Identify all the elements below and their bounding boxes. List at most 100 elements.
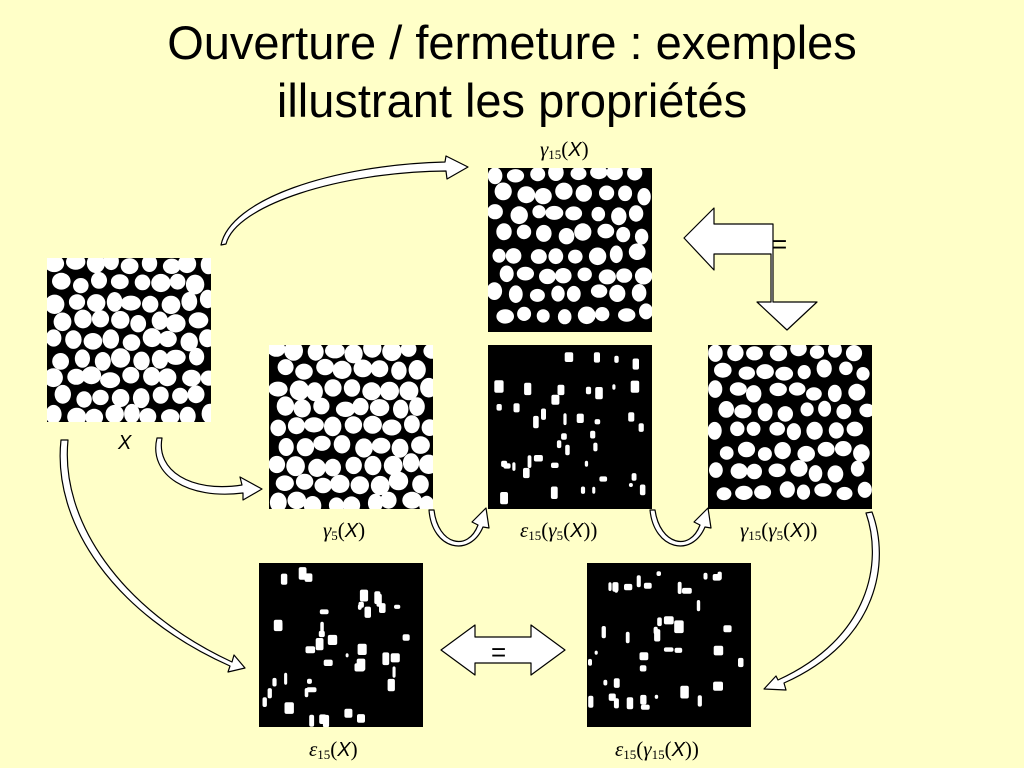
blob	[201, 403, 211, 422]
blob	[809, 345, 825, 359]
blob	[162, 258, 181, 274]
blob	[517, 186, 536, 204]
blob	[580, 486, 586, 494]
blob	[151, 273, 171, 293]
blob	[608, 582, 612, 591]
blob	[779, 481, 795, 498]
blob	[746, 385, 762, 403]
blob	[394, 604, 401, 609]
blob	[499, 265, 514, 283]
blob	[343, 379, 361, 397]
blob	[806, 421, 823, 440]
blob	[400, 345, 417, 357]
blob	[357, 714, 365, 723]
blob	[512, 462, 516, 471]
blob	[111, 311, 130, 329]
blob	[142, 328, 162, 348]
blob	[709, 462, 723, 478]
blob	[574, 223, 592, 241]
blob	[614, 355, 619, 363]
blob	[298, 567, 307, 580]
blob	[277, 359, 294, 376]
blob	[703, 572, 708, 580]
blob	[510, 206, 528, 225]
blob	[494, 380, 504, 393]
curved-arrow-x-to-gamma5	[155, 437, 263, 501]
blob	[603, 679, 608, 686]
blob	[564, 352, 574, 362]
blob	[187, 385, 205, 404]
blob	[848, 383, 866, 401]
blob	[199, 289, 211, 309]
blob	[663, 647, 674, 652]
blob	[517, 306, 532, 321]
blob	[628, 205, 644, 222]
blob	[737, 441, 756, 458]
blob	[545, 205, 564, 220]
curved-arrow-x-to-gamma15	[220, 155, 469, 246]
blob	[746, 463, 762, 480]
blob	[853, 444, 870, 462]
blob	[616, 226, 631, 243]
blob	[551, 285, 565, 302]
blob	[362, 382, 381, 401]
title-line-1: Ouverture / fermeture : exemples	[167, 16, 857, 69]
blob	[640, 704, 650, 710]
blob	[730, 421, 745, 437]
blob	[714, 362, 732, 378]
blob	[516, 224, 532, 240]
blob	[717, 571, 722, 580]
blob	[65, 330, 82, 349]
blob	[120, 258, 139, 275]
blob	[52, 353, 69, 370]
blob	[322, 714, 330, 727]
blob	[836, 486, 853, 501]
blob	[594, 419, 601, 425]
blob	[284, 672, 288, 685]
blob	[634, 267, 652, 285]
blob	[530, 249, 547, 264]
blob	[353, 359, 373, 378]
blob	[391, 361, 407, 380]
blob	[335, 401, 356, 417]
blob	[639, 303, 652, 320]
blob	[592, 486, 596, 494]
blob	[124, 403, 140, 422]
blob	[729, 382, 747, 396]
blob	[122, 366, 140, 384]
blob	[262, 697, 267, 707]
blob	[628, 412, 635, 422]
blob	[122, 334, 141, 351]
blob	[496, 309, 514, 324]
blob	[324, 379, 342, 397]
blob	[344, 345, 363, 364]
blob	[388, 471, 409, 491]
blob	[599, 476, 608, 482]
blob	[161, 295, 181, 315]
blob	[856, 367, 870, 381]
blob	[718, 401, 734, 418]
blob	[159, 330, 177, 348]
blob	[408, 360, 426, 380]
blob	[612, 384, 616, 390]
blob	[532, 205, 546, 219]
caption-gamma15-gamma5-x: γ15(γ5(X))	[740, 518, 818, 543]
image-gamma5-x	[269, 345, 433, 509]
blob	[74, 309, 92, 329]
blob	[628, 243, 646, 260]
blob	[83, 333, 103, 350]
blob	[305, 646, 316, 654]
blob	[313, 397, 330, 415]
blob	[306, 687, 317, 693]
blob	[788, 382, 806, 396]
blob	[506, 169, 525, 183]
blob	[345, 653, 349, 658]
blob	[152, 386, 169, 404]
blob	[47, 258, 65, 273]
blob	[344, 708, 353, 718]
blob	[308, 458, 326, 477]
bent-arrow-equality-gamma15	[683, 207, 818, 331]
blob	[757, 447, 772, 461]
blob	[91, 310, 110, 328]
blob	[850, 460, 865, 477]
